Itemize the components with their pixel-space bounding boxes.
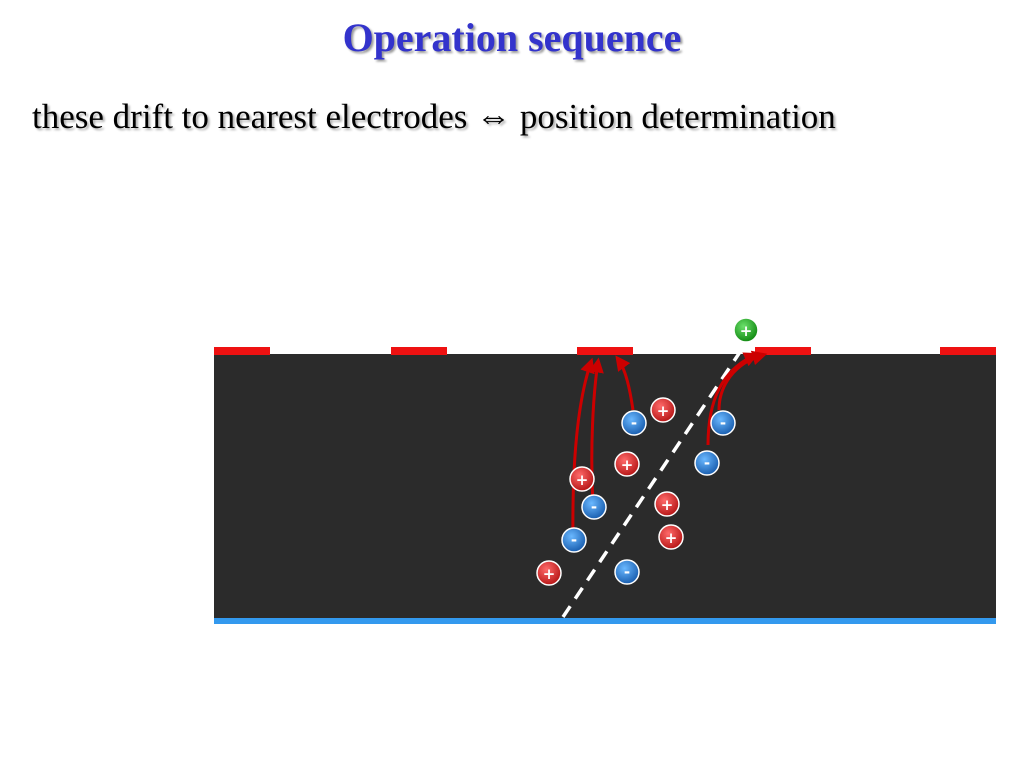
svg-text:-: - <box>571 531 577 549</box>
svg-text:-: - <box>591 498 597 516</box>
svg-text:+: + <box>740 322 753 340</box>
readout-strip <box>577 347 633 355</box>
drift-arrows <box>571 350 768 541</box>
escaping-positive-charge: + <box>733 317 759 343</box>
drift-arrow <box>717 350 768 411</box>
backplane-electrode <box>214 618 996 624</box>
readout-strip <box>391 347 447 355</box>
charges: + + + + + + + - <box>536 317 759 586</box>
svg-text:+: + <box>621 456 634 474</box>
positive-charge: + <box>536 560 562 586</box>
positive-charge: + <box>650 397 676 423</box>
svg-text:-: - <box>720 414 726 432</box>
svg-text:+: + <box>657 402 670 420</box>
negative-charge: - <box>561 527 587 553</box>
negative-charge: - <box>621 410 647 436</box>
drift-arrow <box>571 357 595 541</box>
svg-text:+: + <box>661 496 674 514</box>
readout-strips <box>214 347 996 355</box>
svg-text:+: + <box>665 529 678 547</box>
negative-charge: - <box>614 559 640 585</box>
negative-charge: - <box>694 450 720 476</box>
svg-text:-: - <box>631 414 637 432</box>
slide-subtitle: these drift to nearest electrodes ⇔ posi… <box>32 97 836 136</box>
negative-charge: - <box>710 410 736 436</box>
particle-track <box>561 339 750 618</box>
positive-charge: + <box>614 451 640 477</box>
svg-text:+: + <box>543 565 556 583</box>
svg-text:-: - <box>624 563 630 581</box>
readout-strip <box>214 347 270 355</box>
drift-arrow <box>706 352 760 446</box>
readout-strip <box>755 347 811 355</box>
detector-bulk <box>214 354 996 619</box>
drift-arrow <box>615 355 635 411</box>
readout-strip <box>940 347 996 355</box>
positive-charge: + <box>569 466 595 492</box>
negative-charge: - <box>581 494 607 520</box>
svg-text:-: - <box>704 454 710 472</box>
positive-charge: + <box>658 524 684 550</box>
svg-text:+: + <box>576 471 589 489</box>
positive-charge: + <box>654 491 680 517</box>
slide-title: Operation sequence <box>342 15 682 60</box>
drift-arrow <box>589 357 604 506</box>
